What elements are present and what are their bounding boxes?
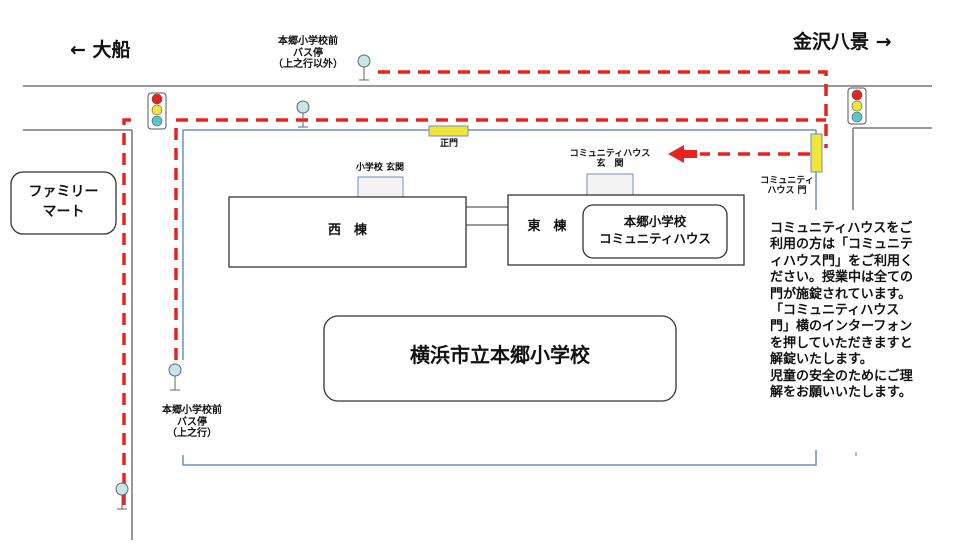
direction-west-label: 大船 [92,39,131,61]
family-mart-box [10,171,117,235]
bus-stop-south-line-3: （上之行） [167,428,217,439]
west-building-label: 西 棟 [327,223,367,238]
school-boundary-south [182,450,817,466]
route-west-inner [174,118,826,360]
community-gate-line-2: ハウス 門 [767,186,807,197]
arrow-right-icon: → [875,31,892,53]
school-boundary-north [182,129,816,360]
west-building [228,196,467,268]
community-entrance-line-1: コミュニティハウス [569,149,651,159]
school-name-box [323,315,677,402]
school-name-label: 横浜市立本郷小学校 [410,343,590,367]
school-entrance [357,176,404,198]
bus-stop-north-line-3: （上之行以外） [273,59,343,70]
traffic-signal-west-icon [147,92,167,130]
bus-stop-south-label: 本郷小学校前 バス停 （上之行） [150,405,234,440]
direction-east-label: 金沢八景 [793,31,870,53]
bus-stop-inner-icon [296,100,310,128]
store-line-1: ファミリー [28,184,99,200]
route-north-bus-stop [378,70,828,148]
community-entrance [586,173,634,196]
store-line-2: マート [42,204,85,220]
walking-route [122,70,828,505]
bus-stop-south-icon [168,363,182,391]
traffic-signal-east-icon [847,87,867,125]
community-gate-label: コミュニティ ハウス 門 [752,176,822,197]
bus-stop-north-label: 本郷小学校前 バス停 （上之行以外） [266,36,350,71]
notice-text: コミュニティハウスをご 利用の方は「コミュニテ ィハウス門」をご利用く ださい。… [770,221,914,401]
bus-stop-south-line-1: 本郷小学校前 [162,405,222,416]
community-gate-line-1: コミュニティ [760,176,814,186]
main-gate-label: 正門 [439,139,458,149]
community-house-box [582,204,728,259]
bus-stop-north-line-1: 本郷小学校前 [278,36,338,47]
arrow-to-community-entrance-icon [668,145,697,163]
route-west-outer [122,118,138,505]
community-entrance-label: コミュニティハウス 玄 関 [560,149,660,170]
main-gate-marker [428,125,469,137]
community-house-line-2: コミュニティハウス [599,231,711,246]
community-house-line-1: 本郷小学校 [623,214,687,229]
arrow-left-icon: ← [70,39,86,61]
school-entrance-label: 小学校 玄関 [355,163,405,173]
bus-stop-west-icon [115,482,129,510]
family-mart-label: ファミリー マート [11,182,116,222]
community-entrance-line-2: 玄 関 [596,159,624,170]
bus-stop-north-icon [357,54,371,81]
east-building-label: 東 棟 [527,219,567,234]
direction-west: ← 大船 [70,39,131,62]
direction-east: 金沢八景 → [793,31,892,54]
bus-stop-north-line-2: バス停 [293,47,323,59]
community-gate-marker [810,133,823,173]
community-house-label: 本郷小学校 コミュニティハウス [583,213,727,247]
bus-stop-south-line-2: バス停 [177,416,207,428]
